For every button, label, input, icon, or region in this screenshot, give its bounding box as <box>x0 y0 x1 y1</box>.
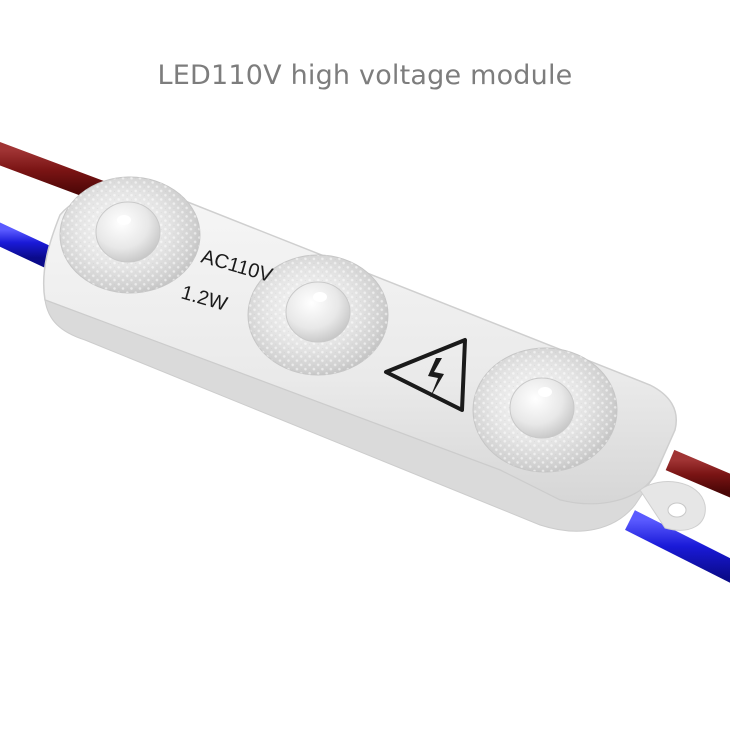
caption-title: LED110V high voltage module <box>157 60 573 91</box>
mounting-tab <box>639 481 706 531</box>
lens-2 <box>247 254 389 376</box>
red-wire-right <box>665 449 730 498</box>
blue-wire-right <box>625 510 730 583</box>
lens-3 <box>472 347 618 473</box>
lens-1 <box>59 176 201 294</box>
blue-wire-left <box>0 222 61 269</box>
high-voltage-warning-icon <box>384 338 467 412</box>
